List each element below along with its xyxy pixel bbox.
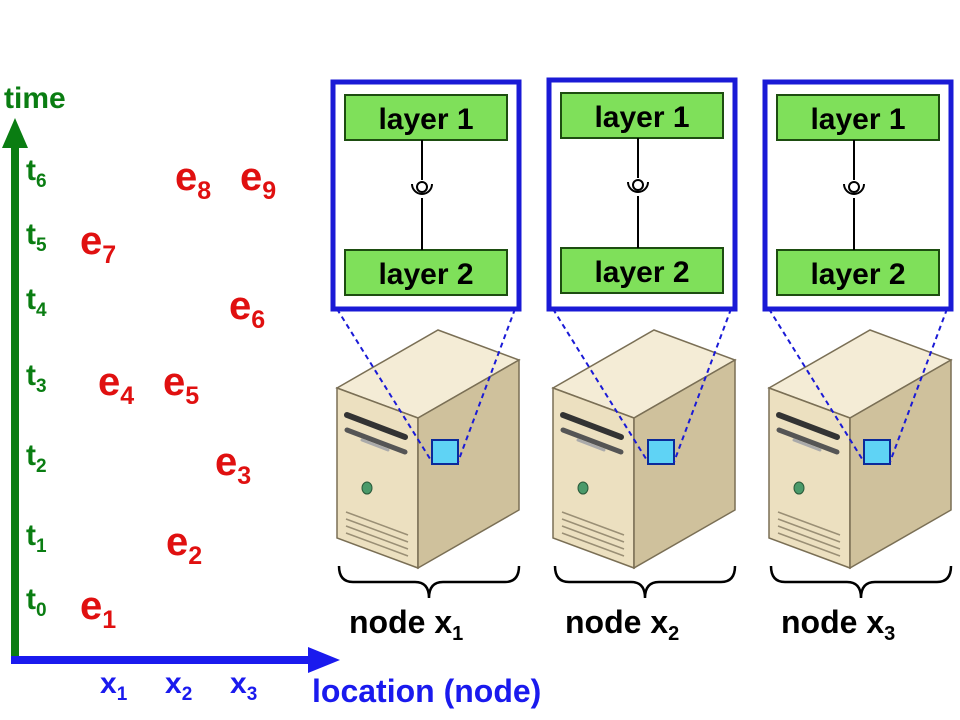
- layer-connector-icon: [411, 140, 433, 250]
- layer-1-box: [344, 94, 508, 141]
- layer-1-box: [560, 92, 724, 139]
- event-label: e8: [175, 155, 211, 205]
- server-icon: [335, 329, 521, 570]
- node-label: node x3: [781, 604, 895, 645]
- time-axis-label: time: [4, 82, 66, 115]
- time-tick-label: t1: [26, 519, 47, 557]
- network-port-icon: [863, 439, 891, 465]
- network-port-icon: [647, 439, 675, 465]
- node-label: node x2: [565, 604, 679, 645]
- location-tick-labels: x1 x2 x3: [100, 667, 257, 705]
- layer-2-label: layer 2: [810, 258, 905, 291]
- node-3: layer 1 layer 2 node x3: [762, 79, 954, 645]
- event-label: e3: [215, 440, 251, 490]
- node-1: layer 1 layer 2 node x1: [330, 79, 522, 645]
- event-label: e7: [80, 219, 116, 269]
- time-tick-labels: t6 t5 t4 t3 t2 t1 t0: [26, 154, 47, 621]
- layer-connector-icon: [843, 140, 865, 250]
- location-axis-label: location (node): [312, 673, 541, 709]
- time-tick-label: t4: [26, 283, 47, 321]
- event-label: e6: [229, 284, 265, 334]
- location-tick-label: x1: [100, 667, 128, 705]
- node-label: node x1: [349, 604, 463, 645]
- server-icon: [767, 329, 953, 570]
- node-frame: [330, 79, 522, 312]
- layer-1-label: layer 1: [378, 103, 473, 136]
- location-tick-label: x2: [165, 667, 192, 705]
- layer-2-box: [776, 249, 940, 296]
- node-frame: [546, 77, 738, 312]
- time-tick-label: t6: [26, 154, 47, 192]
- time-axis: time: [2, 82, 66, 660]
- event-label: e4: [98, 360, 134, 410]
- nodes-group: layer 1 layer 2 node x1 layer 1 layer 2 node …: [330, 77, 954, 645]
- event-markers: e1 e2 e3 e4 e5 e6 e7 e8 e9: [80, 155, 276, 634]
- time-tick-label: t5: [26, 218, 47, 256]
- location-axis: location (node): [11, 647, 541, 709]
- layer-2-box: [560, 247, 724, 294]
- time-tick-label: t2: [26, 439, 47, 477]
- event-label: e5: [163, 360, 199, 410]
- layer-1-label: layer 1: [810, 103, 905, 136]
- layer-connector-icon: [627, 138, 649, 248]
- node-brace: [337, 565, 521, 599]
- event-label: e9: [240, 155, 276, 205]
- layer-1-box: [776, 94, 940, 141]
- node-brace: [769, 565, 953, 599]
- node-frame: [762, 79, 954, 312]
- layer-1-label: layer 1: [594, 101, 689, 134]
- layer-2-label: layer 2: [594, 256, 689, 289]
- time-tick-label: t0: [26, 583, 47, 621]
- location-tick-label: x3: [230, 667, 257, 705]
- event-label: e1: [80, 584, 116, 634]
- event-label: e2: [166, 520, 202, 570]
- layer-2-box: [344, 249, 508, 296]
- time-tick-label: t3: [26, 359, 47, 397]
- layer-2-label: layer 2: [378, 258, 473, 291]
- network-port-icon: [431, 439, 459, 465]
- node-2: layer 1 layer 2 node x2: [546, 77, 738, 645]
- server-icon: [551, 329, 737, 570]
- node-brace: [553, 565, 737, 599]
